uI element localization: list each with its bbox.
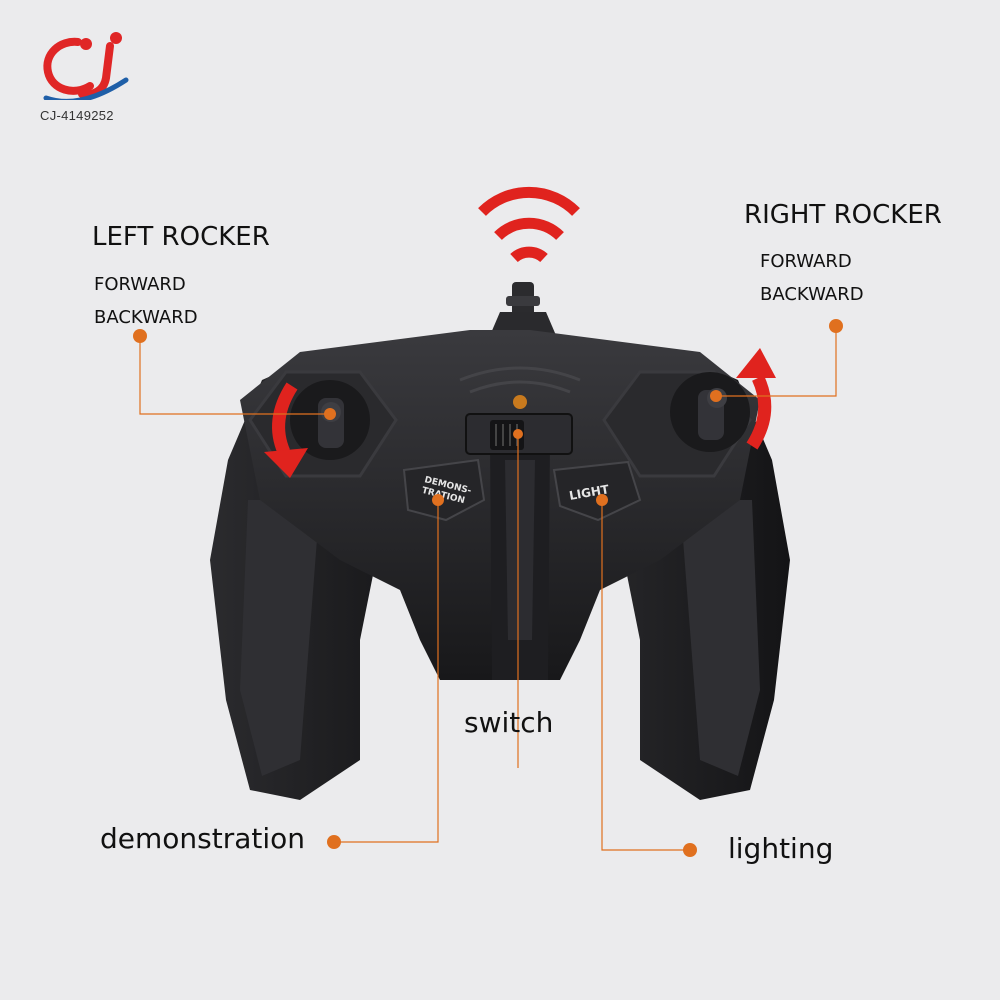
right-rocker-forward: FORWARD bbox=[760, 251, 852, 272]
right-rocker-backward: BACKWARD bbox=[760, 284, 864, 305]
right-rocker-title: RIGHT ROCKER bbox=[744, 200, 942, 230]
left-rocker-title: LEFT ROCKER bbox=[92, 222, 270, 252]
curved-arrow-up-icon bbox=[736, 348, 776, 450]
wifi-signal-icon bbox=[478, 186, 580, 263]
brand-logo: CJ-4149252 bbox=[30, 20, 140, 130]
leader-dots bbox=[133, 319, 843, 857]
power-led bbox=[513, 395, 527, 409]
demonstration-label: demonstration bbox=[100, 822, 306, 855]
switch-label: switch bbox=[464, 706, 554, 739]
logo-code: CJ-4149252 bbox=[40, 108, 114, 123]
cj-logo-mark bbox=[43, 32, 129, 104]
curved-arrow-down-icon bbox=[264, 382, 308, 478]
demonstration-button: DEMONS- TRATION bbox=[402, 458, 486, 522]
leader-lines bbox=[139, 326, 837, 851]
left-rocker-forward: FORWARD bbox=[94, 274, 186, 295]
lighting-label: lighting bbox=[728, 832, 834, 865]
left-rocker-backward: BACKWARD bbox=[94, 307, 198, 328]
